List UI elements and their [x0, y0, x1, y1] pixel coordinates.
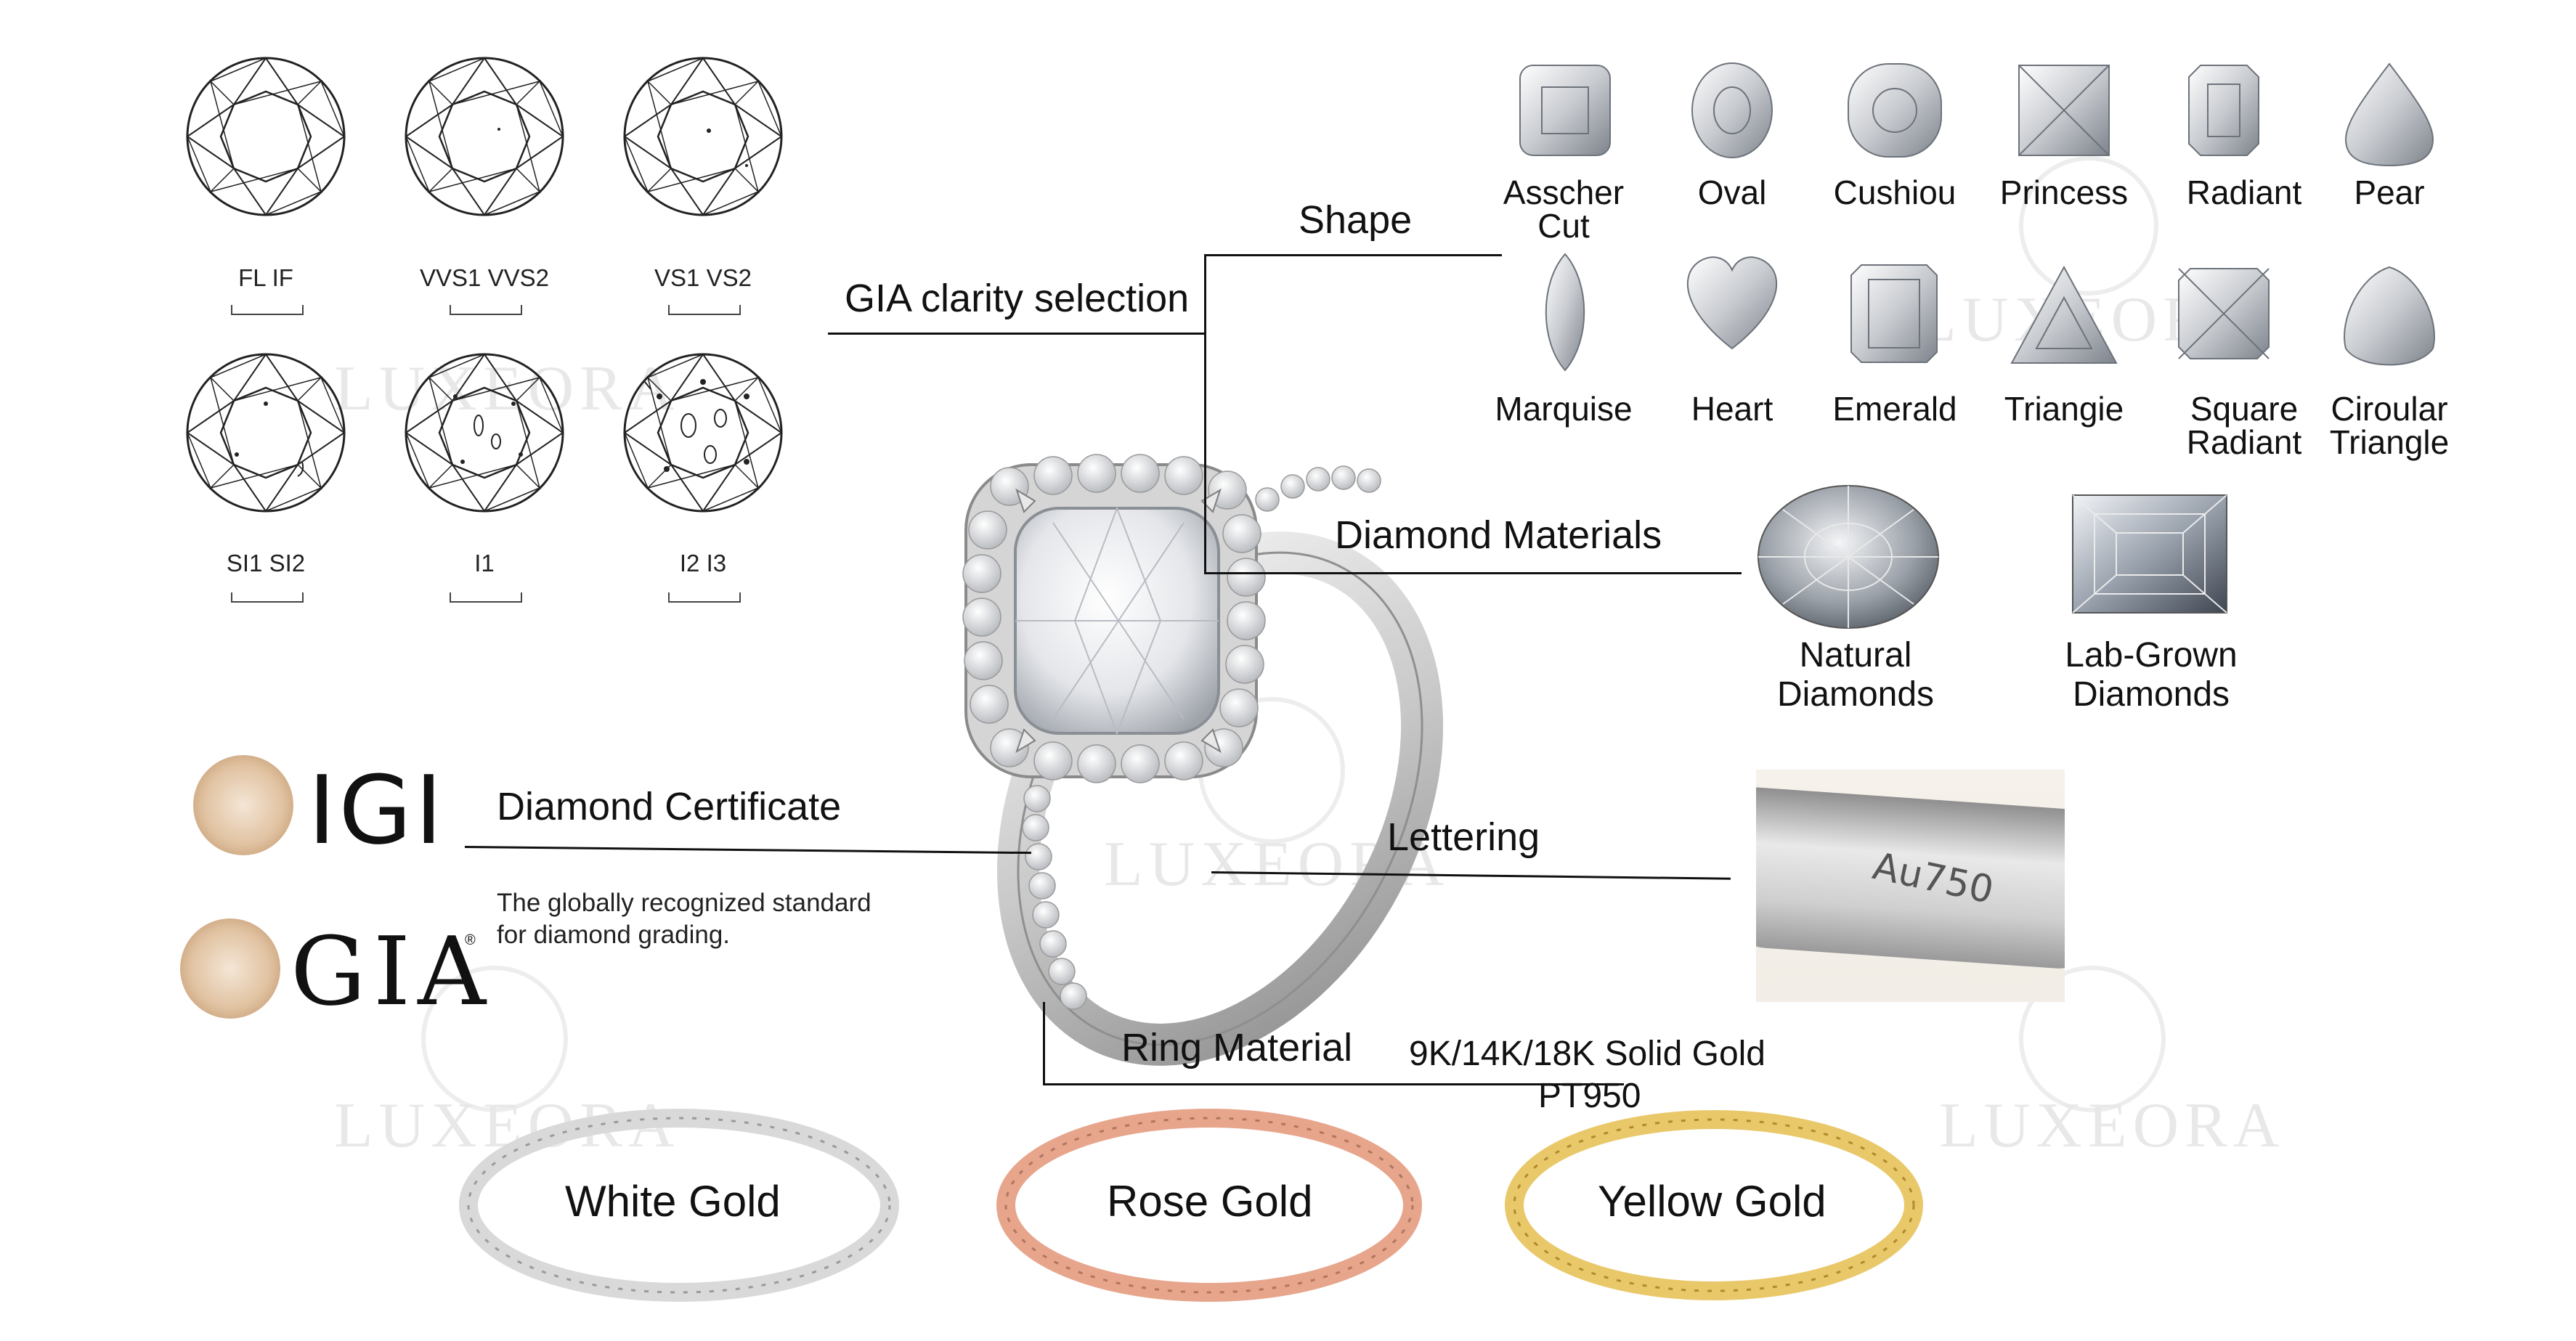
gia-registered-mark: ®	[465, 932, 476, 948]
shape-label-cushion: Cushiou	[1833, 174, 1957, 211]
ring-material-spec-line2: PT950	[1538, 1077, 1641, 1115]
material-option-white-gold: White Gold	[565, 1177, 781, 1226]
emerald-icon	[1850, 264, 1938, 363]
certificate-description-line1: The globally recognized standard	[497, 889, 871, 917]
clarity-title: GIA clarity selection	[845, 277, 1190, 320]
clarity-bracket	[668, 592, 741, 603]
clarity-bracket	[450, 305, 522, 315]
callout-line	[1204, 572, 1742, 574]
shape-label-heart: Heart	[1691, 390, 1773, 428]
clarity-diagram-i1	[405, 353, 564, 513]
shape-label-circular-triangle: Ciroular Triangle	[2329, 390, 2450, 461]
certificate-description-line2: for diamond grading.	[497, 921, 731, 949]
material-label-natural: Natural Diamonds	[1776, 636, 1935, 714]
clarity-diagram-i2-i3	[623, 353, 783, 513]
clarity-diagram-vs	[623, 57, 783, 216]
circular-triangle-icon	[2344, 266, 2435, 366]
clarity-label-i2-i3: I2 I3	[679, 550, 727, 576]
callout-line	[828, 333, 1206, 335]
callout-line	[1043, 1083, 1624, 1085]
shape-label-asscher: Asscher Cut	[1503, 174, 1625, 245]
shape-title: Shape	[1299, 198, 1413, 242]
natural-diamond-icon	[1758, 485, 1939, 629]
clarity-label-vs: VS1 VS2	[654, 264, 752, 291]
watermark-monogram	[2019, 966, 2166, 1112]
ring-bands	[459, 1109, 1923, 1302]
certificate-title: Diamond Certificate	[497, 785, 842, 828]
watermark-text: LUXEORA	[334, 354, 680, 424]
igi-seal-icon	[193, 755, 293, 855]
shape-label-triangle: Triangie	[2004, 390, 2124, 428]
watermark-text: LUXEORA	[1939, 1091, 2286, 1161]
cushion-icon	[1848, 63, 1942, 158]
marquise-icon	[1545, 253, 1585, 372]
material-option-yellow-gold: Yellow Gold	[1598, 1177, 1827, 1226]
shape-label-princess: Princess	[1999, 174, 2129, 211]
materials-title: Diamond Materials	[1335, 513, 1662, 557]
ring-material-spec-line1: 9K/14K/18K Solid Gold	[1409, 1035, 1766, 1073]
clarity-label-fl-if: FL IF	[238, 264, 293, 291]
shape-label-emerald: Emerald	[1832, 390, 1957, 428]
clarity-bracket	[231, 305, 304, 315]
lab-grown-diamond-icon	[2072, 494, 2227, 614]
oval-icon	[1691, 62, 1773, 158]
clarity-diagram-fl-if	[186, 57, 346, 216]
shape-label-oval: Oval	[1697, 174, 1767, 211]
triangle-icon	[2010, 265, 2118, 364]
material-option-rose-gold: Rose Gold	[1107, 1177, 1313, 1226]
clarity-label-i1: I1	[474, 550, 495, 576]
shape-gallery	[1519, 62, 2435, 372]
watermark-monogram	[2019, 156, 2158, 295]
clarity-bracket	[450, 592, 522, 603]
watermark-monogram	[421, 966, 568, 1112]
callout-line	[1204, 254, 1502, 256]
ring-illustration	[962, 454, 1444, 1066]
callout-line	[1204, 254, 1206, 574]
clarity-label-si: SI1 SI2	[226, 550, 306, 576]
radiant-icon	[2188, 65, 2259, 156]
clarity-bracket	[231, 592, 304, 603]
shape-label-pear: Pear	[2354, 174, 2425, 211]
heart-icon	[1686, 256, 1778, 350]
shape-label-marquise: Marquise	[1495, 390, 1633, 428]
asscher-icon	[1519, 65, 1611, 156]
igi-logo-text: IGI	[308, 755, 446, 865]
clarity-diagram-vvs	[405, 57, 564, 216]
clarity-label-vvs: VVS1 VVS2	[420, 264, 549, 291]
shape-label-square-radiant: Square Radiant	[2186, 390, 2302, 461]
gia-seal-icon	[180, 918, 280, 1019]
clarity-bracket	[668, 305, 741, 315]
pear-icon	[2344, 62, 2434, 167]
shape-label-radiant: Radiant	[2186, 174, 2302, 211]
callout-line	[1043, 1002, 1045, 1085]
material-label-lab-grown: Lab-Grown Diamonds	[2065, 636, 2238, 714]
square-radiant-icon	[2178, 268, 2270, 359]
clarity-diagram-si	[186, 353, 346, 513]
clarity-diagrams	[186, 57, 783, 513]
gia-logo-text: GIA	[290, 916, 494, 1027]
ring-material-title: Ring Material	[1121, 1026, 1353, 1069]
engraving-photo: Au750	[1756, 770, 2065, 1002]
princess-icon	[2018, 65, 2110, 156]
lettering-title: Lettering	[1387, 815, 1540, 859]
